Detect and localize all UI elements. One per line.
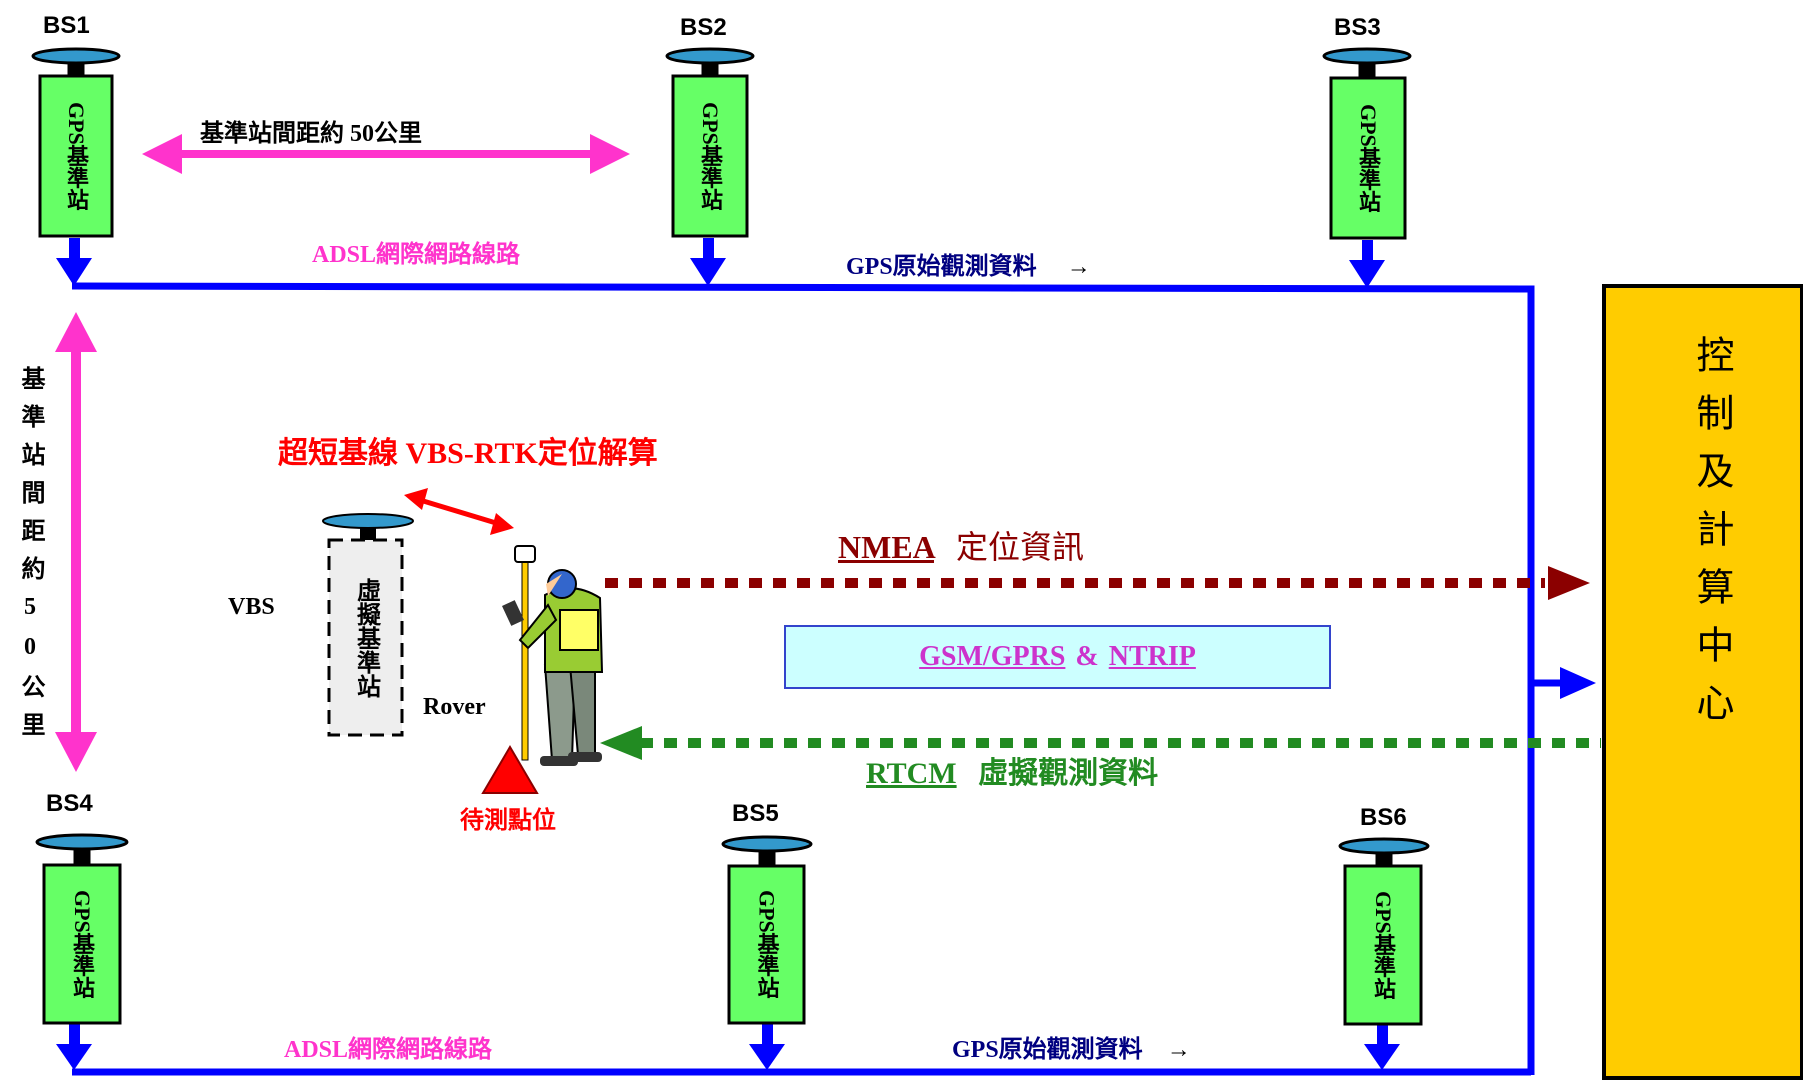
gps-raw-arrow-top: → [1067, 254, 1091, 280]
vbs-label: VBS [228, 594, 275, 621]
down-arrow-bs4 [56, 1024, 92, 1070]
gps-raw-label-bottom: GPS原始觀測資料 → [952, 1029, 1191, 1064]
network-arrow-to-center [1560, 667, 1596, 699]
virtual-station-label: 虛擬基準站 [329, 540, 402, 735]
target-point-triangle [483, 747, 537, 793]
distance-label-vertical: 基準站間距約50公里 [12, 366, 42, 750]
adsl-label-bottom: ADSL網際網路線路 [284, 1029, 492, 1064]
station-body-bs4: GPS基準站 [44, 865, 120, 1023]
gps-raw-label-top: GPS原始觀測資料 → [846, 246, 1091, 281]
nmea-label: NMEA 定位資訊 [838, 522, 1084, 568]
vbs-rover-arrow [404, 488, 514, 535]
rtcm-code: RTCM [866, 757, 957, 790]
station-label-bs6: BS6 [1360, 804, 1407, 832]
nmea-arrow [605, 566, 1590, 600]
rover-surveyor [502, 546, 602, 766]
distance-arrow-vertical [55, 312, 97, 772]
ntrip-text: NTRIP [1109, 641, 1196, 673]
adsl-label-top: ADSL網際網路線路 [312, 234, 520, 269]
station-label-bs4: BS4 [46, 790, 93, 818]
gps-raw-text-top: GPS原始觀測資料 [846, 254, 1037, 280]
station-label-bs1: BS1 [43, 12, 90, 40]
gsm-label: GSM/GPRS & NTRIP [785, 626, 1330, 688]
down-arrow-bs6 [1364, 1024, 1400, 1070]
station-body-bs3: GPS基準站 [1331, 78, 1405, 238]
down-arrow-bs2 [690, 238, 726, 286]
nmea-code: NMEA [838, 529, 934, 565]
rover-label: Rover [423, 694, 486, 721]
station-body-bs6: GPS基準站 [1345, 866, 1421, 1024]
gsm-text: GSM/GPRS [919, 641, 1065, 673]
down-arrow-bs3 [1349, 240, 1385, 288]
station-label-bs3: BS3 [1334, 14, 1381, 42]
station-body-bs2: GPS基準站 [673, 76, 747, 236]
station-body-bs1: GPS基準站 [40, 76, 112, 236]
gps-raw-arrow-bottom: → [1167, 1037, 1191, 1063]
gsm-amp: & [1075, 641, 1098, 673]
station-label-bs2: BS2 [680, 14, 727, 42]
control-center-label: 控制及計算中心 [1670, 335, 1730, 741]
station-body-bs5: GPS基準站 [729, 866, 804, 1023]
distance-label-horizontal: 基準站間距約 50公里 [200, 113, 422, 148]
nmea-text: 定位資訊 [956, 529, 1084, 565]
rtcm-label: RTCM 虛擬觀測資料 [866, 748, 1158, 792]
station-label-bs5: BS5 [732, 800, 779, 828]
down-arrow-bs5 [749, 1024, 785, 1070]
vbs-rtk-title: 超短基線 VBS-RTK定位解算 [278, 428, 658, 472]
target-point-label: 待測點位 [460, 800, 556, 835]
down-arrow-bs1 [56, 238, 92, 286]
rtcm-text: 虛擬觀測資料 [978, 757, 1158, 790]
gps-raw-text-bottom: GPS原始觀測資料 [952, 1037, 1143, 1063]
